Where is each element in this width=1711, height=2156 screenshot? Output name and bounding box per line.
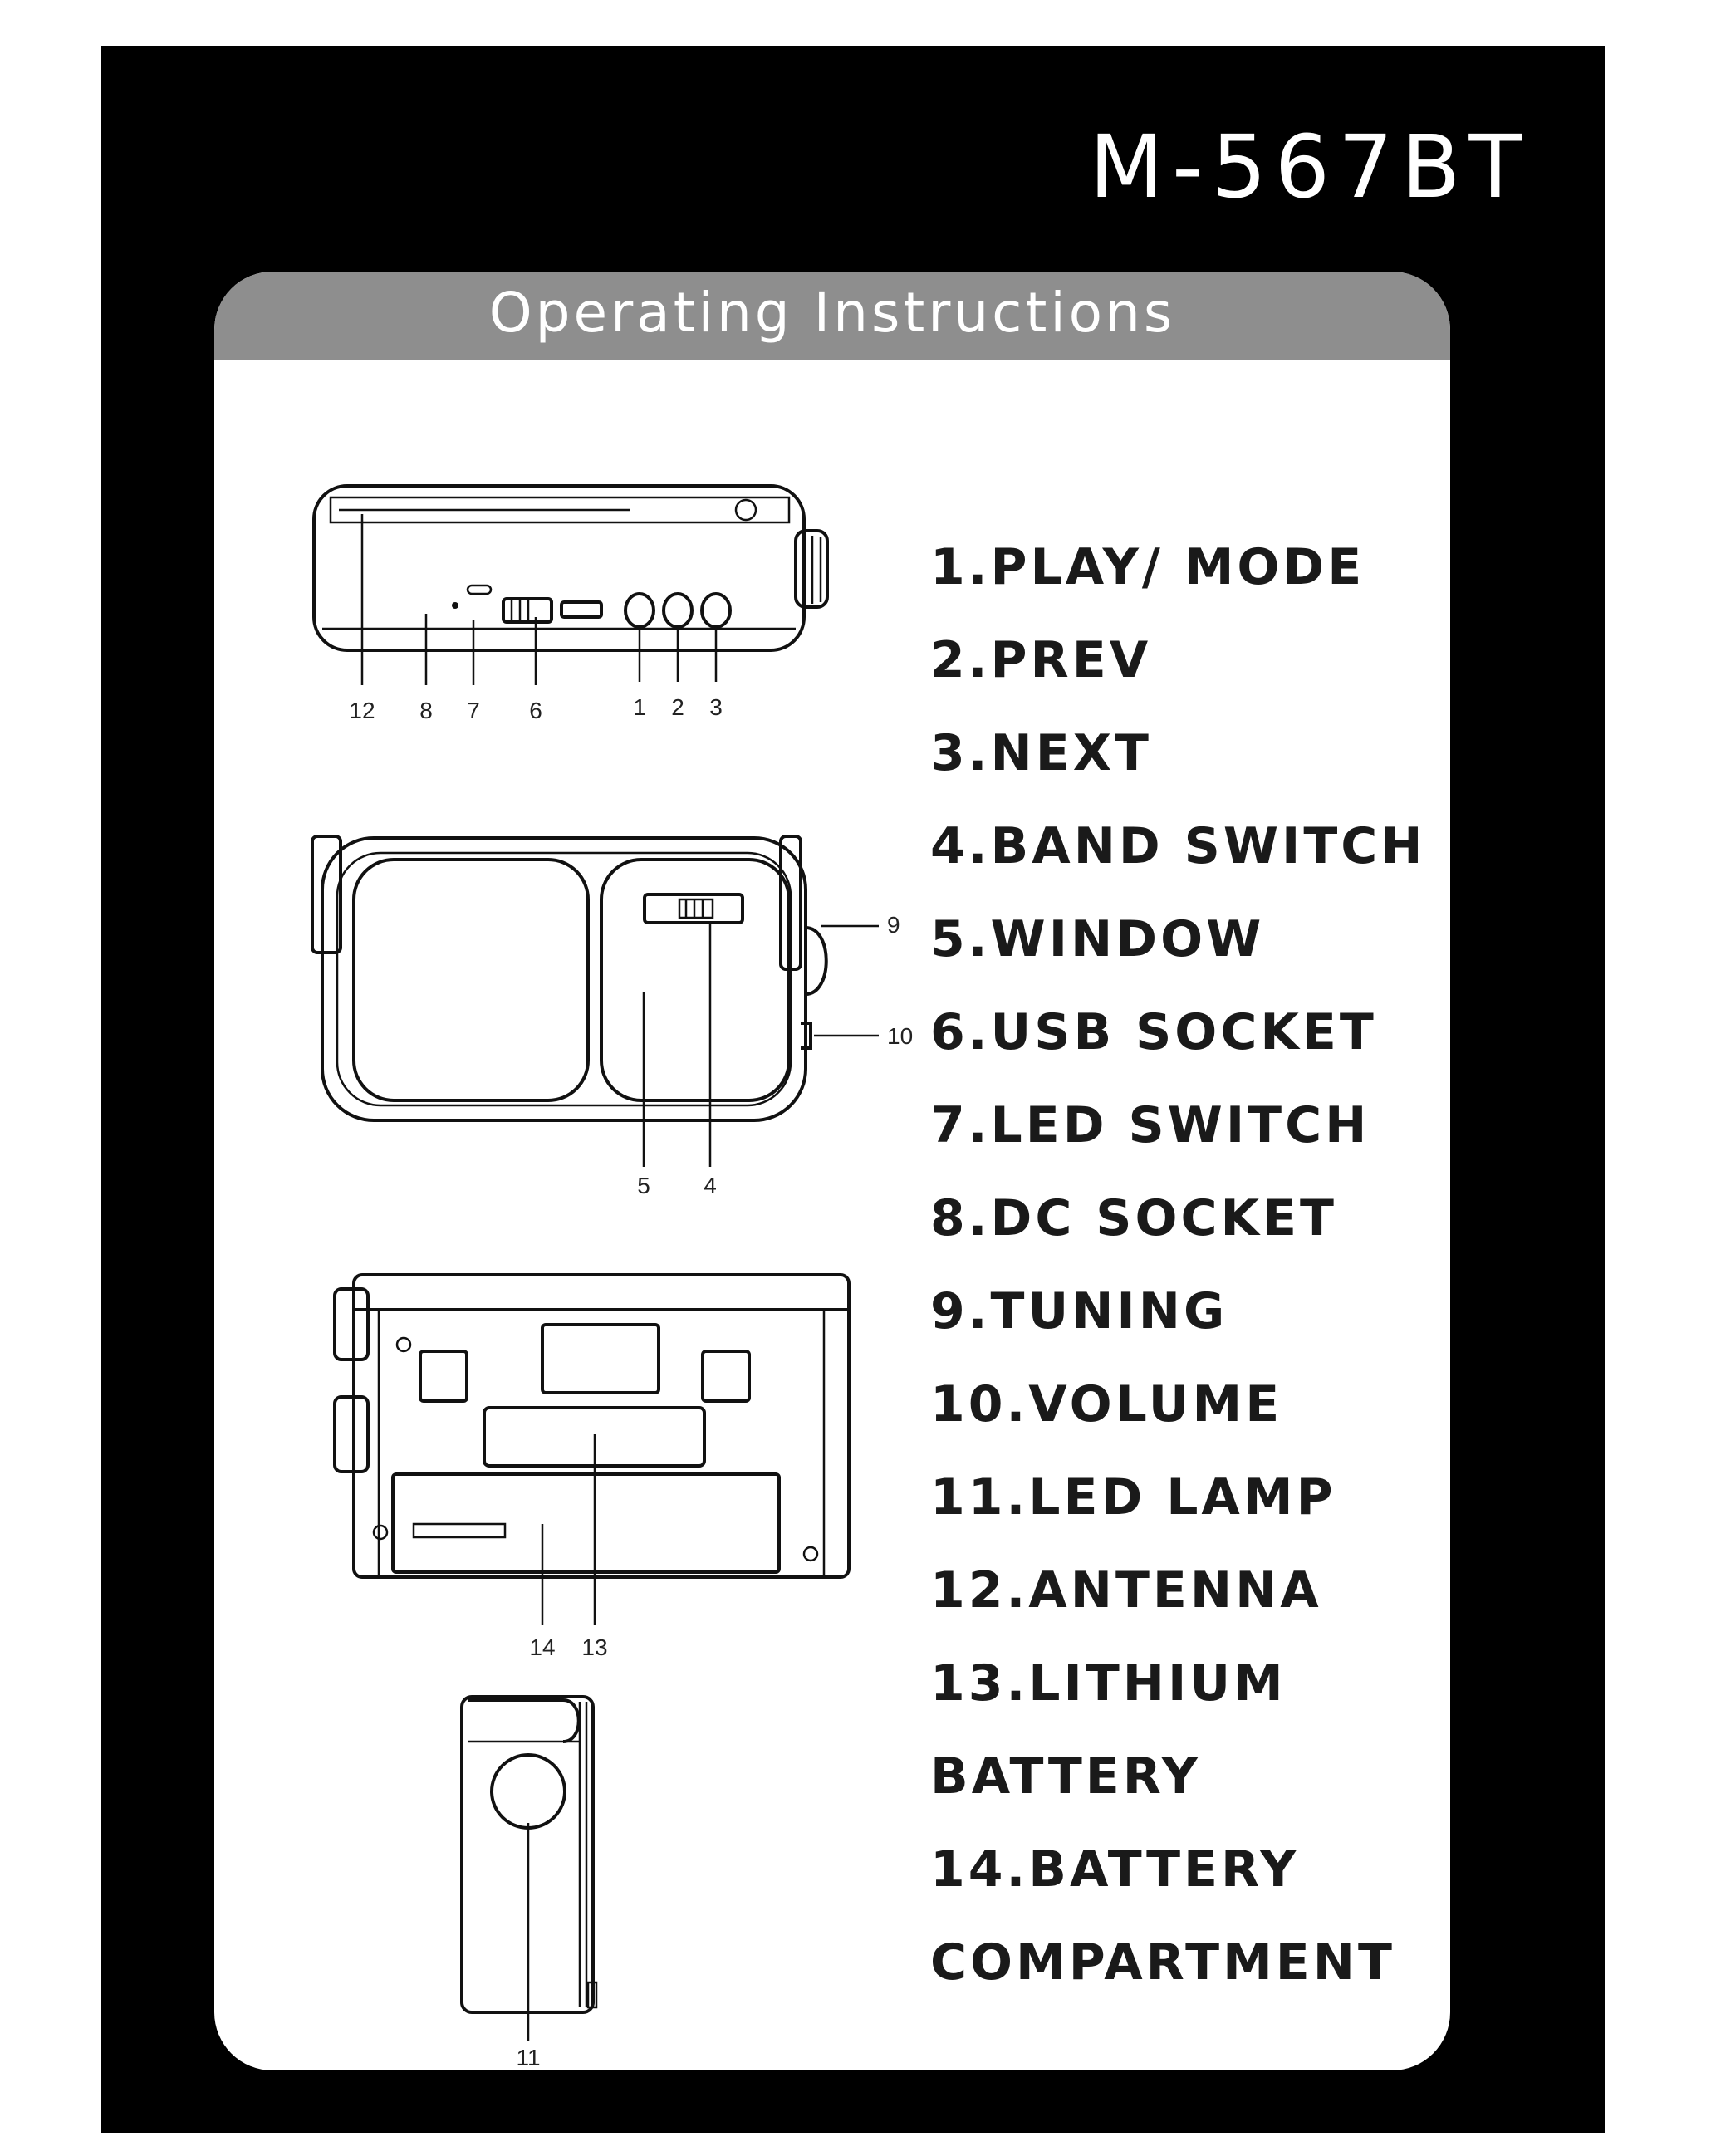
callout-6: 6 <box>529 698 542 723</box>
back-view-diagram: 14 13 <box>333 1273 851 1660</box>
callout-11: 11 <box>516 2045 540 2070</box>
legend-item: 13.LITHIUM <box>930 1654 1287 1713</box>
legend-item: 10.VOLUME <box>930 1375 1283 1433</box>
callout-7: 7 <box>467 698 480 723</box>
black-frame: M-567BT Operating Instructions <box>101 46 1605 2133</box>
callout-14: 14 <box>529 1634 555 1660</box>
legend-item: 14.BATTERY <box>930 1840 1300 1899</box>
legend-item: COMPARTMENT <box>930 1933 1395 1992</box>
legend-item: 12.ANTENNA <box>930 1561 1322 1619</box>
front-view-diagram: 9 10 5 4 <box>311 835 913 1198</box>
legend-item: 6.USB SOCKET <box>930 1003 1377 1061</box>
callout-10: 10 <box>887 1023 913 1049</box>
model-number: M-567BT <box>1089 116 1530 218</box>
callout-12: 12 <box>349 698 375 723</box>
side-view-diagram: 11 <box>460 1695 598 2070</box>
callout-9: 9 <box>887 912 900 938</box>
legend-item: 3.NEXT <box>930 724 1152 782</box>
legend-item: 9.TUNING <box>930 1282 1228 1340</box>
radio-diagrams: 12 8 7 6 1 2 3 <box>311 484 913 2070</box>
callout-1: 1 <box>633 694 646 720</box>
legend-item: 11.LED LAMP <box>930 1468 1336 1526</box>
callout-3: 3 <box>709 694 723 720</box>
callout-8: 8 <box>419 698 433 723</box>
legend-item: 5.WINDOW <box>930 910 1265 968</box>
legend-item: 1.PLAY/ MODE <box>930 538 1365 596</box>
parts-legend: 1.PLAY/ MODE 2.PREV 3.NEXT 4.BAND SWITCH… <box>930 521 1426 2009</box>
legend-item: 8.DC SOCKET <box>930 1189 1337 1247</box>
top-view-diagram: 12 8 7 6 1 2 3 <box>312 484 829 723</box>
callout-13: 13 <box>581 1634 607 1660</box>
callout-4: 4 <box>704 1173 717 1198</box>
callout-2: 2 <box>671 694 684 720</box>
legend-item: 2.PREV <box>930 631 1152 689</box>
callout-5: 5 <box>637 1173 650 1198</box>
legend-item: 7.LED SWITCH <box>930 1096 1370 1154</box>
panel-header: Operating Instructions <box>214 272 1450 360</box>
legend-item: BATTERY <box>930 1747 1202 1806</box>
instructions-panel: Operating Instructions <box>214 272 1450 2070</box>
legend-item: 4.BAND SWITCH <box>930 817 1426 875</box>
